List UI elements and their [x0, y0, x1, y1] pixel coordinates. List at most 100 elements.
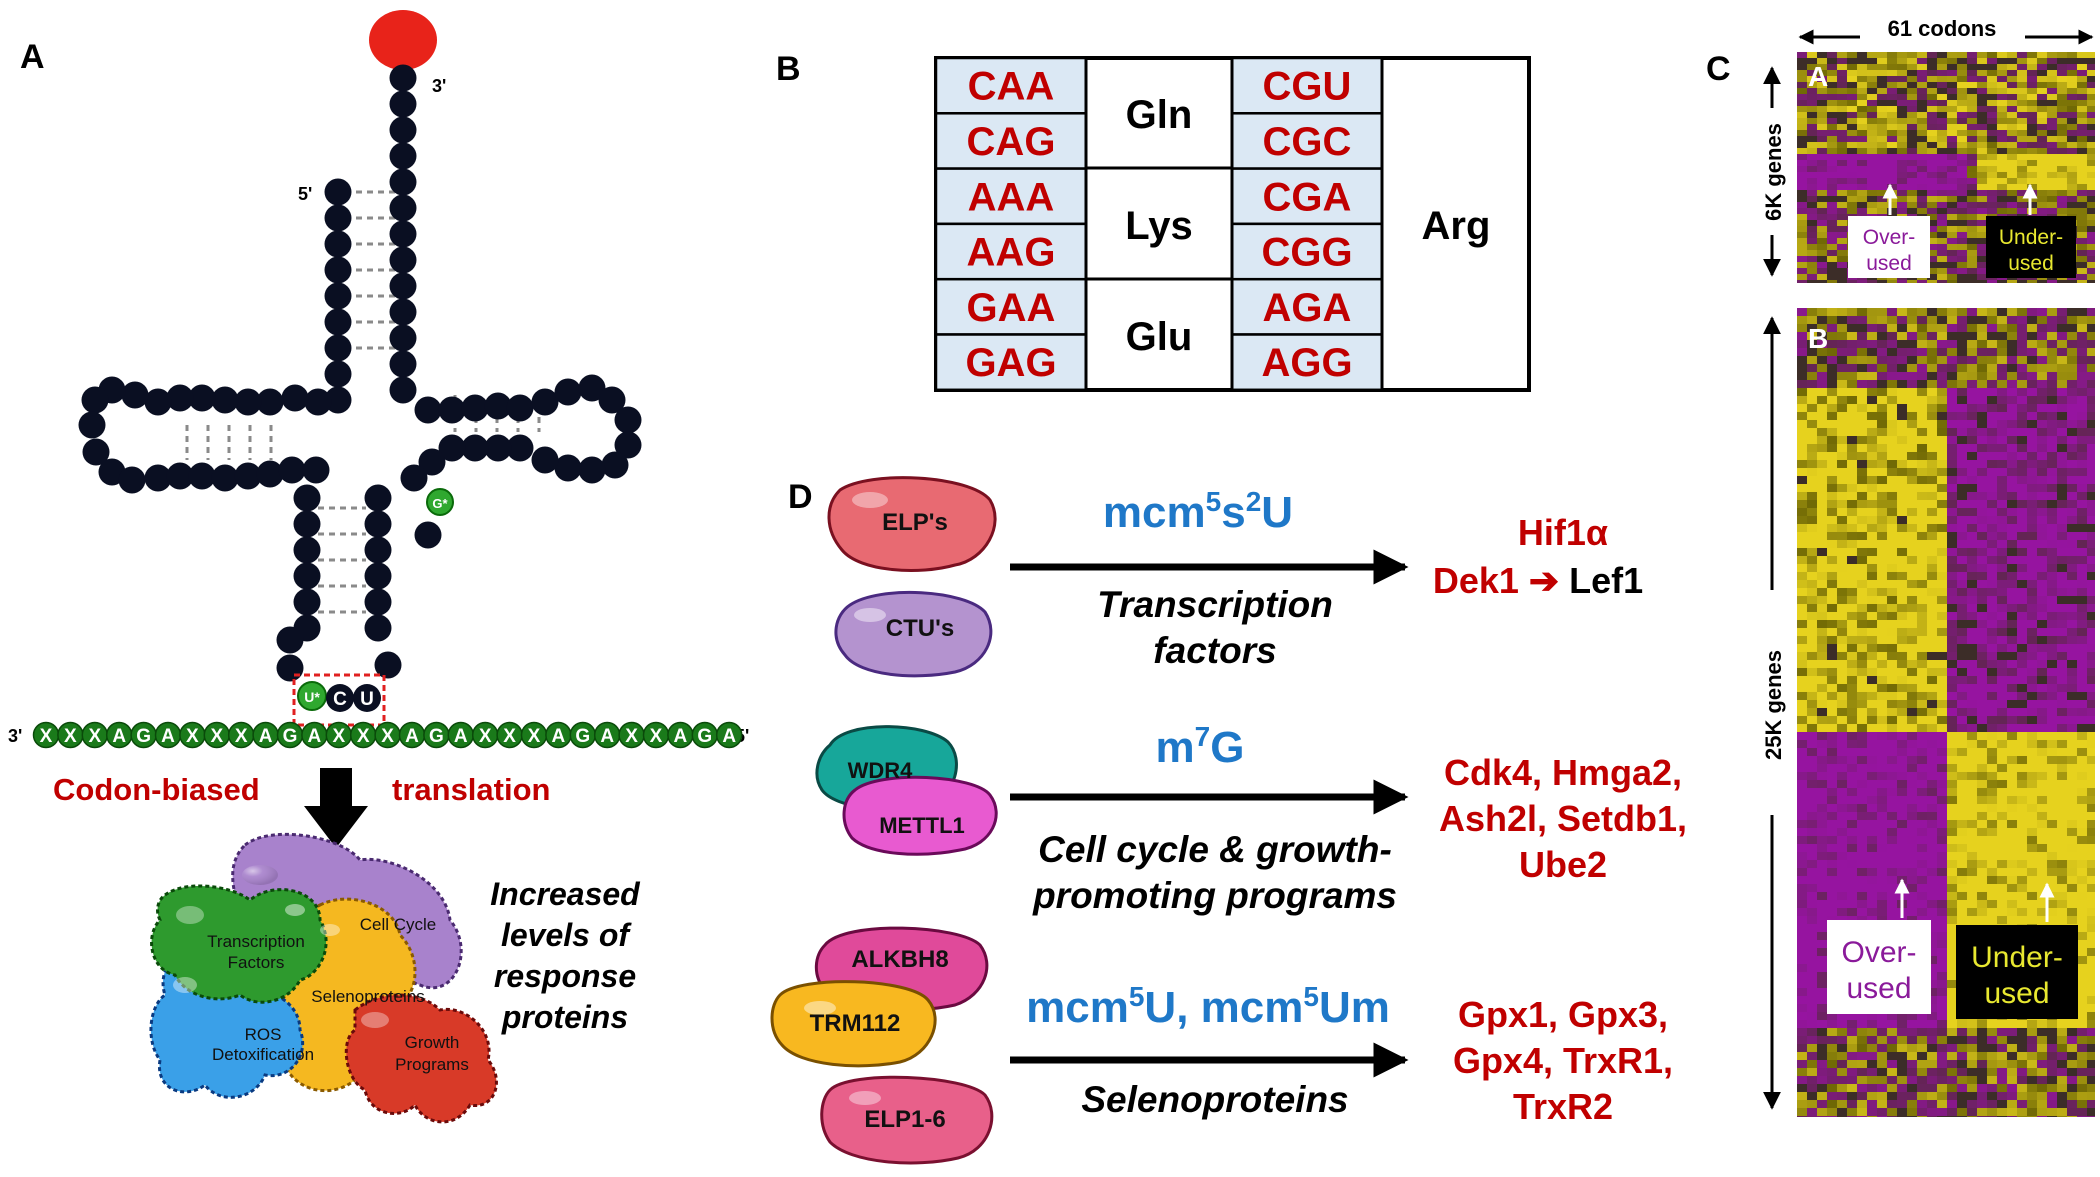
trna-nucleotide	[364, 536, 392, 564]
codon-label: AAG	[967, 231, 1056, 275]
trna-nucleotide	[364, 484, 392, 512]
trna-nucleotide	[364, 562, 392, 590]
target-hif1a: Hif1α	[1518, 512, 1608, 553]
trna-3-end-label: 3'	[432, 76, 446, 96]
trna-nucleotide	[389, 246, 417, 274]
under-used-large-line2: used	[1984, 977, 2049, 1010]
trna-nucleotide	[293, 510, 321, 538]
mrna-nucleotide-letter: A	[454, 726, 468, 747]
trna-nucleotide	[188, 384, 216, 412]
trna-amino-acid-blob	[369, 10, 437, 70]
under-used-small-line2: used	[2008, 252, 2054, 275]
program-transcription: Transcription	[1097, 584, 1333, 625]
mrna-nucleotide-letter: G	[283, 726, 298, 747]
response-protein-cluster	[149, 832, 498, 1124]
codon-cell	[1230, 222, 1384, 281]
over-used-large-line1: Over-	[1842, 936, 1917, 969]
trna-nucleotide	[601, 451, 629, 479]
codon-label: CAG	[967, 120, 1056, 164]
elp1-6-enzyme-blob	[820, 1075, 994, 1165]
under-used-small-line1: Under-	[1999, 226, 2063, 249]
enzyme-mettl1-label: METTL1	[879, 813, 965, 838]
mrna-nucleotide-letter: A	[259, 726, 273, 747]
trna-nucleotide	[234, 388, 262, 416]
mrna-nucleotide-letter: G	[697, 726, 712, 747]
trna-nucleotide	[211, 386, 239, 414]
mrna-nucleotide-letter: X	[625, 726, 638, 747]
modified-u-nucleotide	[297, 681, 327, 711]
under-used-box-small	[1986, 216, 2076, 278]
target-gpx1-gpx3: Gpx1, Gpx3,	[1458, 994, 1668, 1035]
trna-nucleotide	[389, 194, 417, 222]
trna-nucleotide	[414, 396, 442, 424]
response-line-3: response	[494, 958, 636, 994]
trna-nucleotide	[614, 406, 642, 434]
trna-nucleotide	[324, 360, 352, 388]
trna-nucleotide	[389, 272, 417, 300]
trna-nucleotide	[256, 388, 284, 416]
blob-label-factors: Factors	[228, 953, 285, 972]
blob-label-growth: Growth	[405, 1033, 460, 1052]
mrna-nucleotide-letter: X	[210, 726, 223, 747]
trna-nucleotide	[418, 448, 446, 476]
codon-label: CAA	[968, 65, 1055, 109]
trna-nucleotide	[302, 456, 330, 484]
trna-nucleotide	[188, 462, 216, 490]
trna-nucleotide	[484, 434, 512, 462]
mrna-nucleotide-letter: A	[308, 726, 322, 747]
trna-nucleotide	[166, 462, 194, 490]
trna-nucleotide	[598, 386, 626, 414]
trna-nucleotide	[364, 510, 392, 538]
trna-nucleotide	[438, 434, 466, 462]
codon-label: AGG	[1261, 341, 1352, 385]
trna-nucleotide	[389, 298, 417, 326]
codon-label: CGU	[1263, 65, 1352, 109]
trna-nucleotide	[389, 376, 417, 404]
trna-nucleotide	[374, 651, 402, 679]
codon-cell	[934, 333, 1088, 392]
mrna-nucleotide-letter: G	[429, 726, 444, 747]
over-used-box-small	[1848, 216, 1930, 278]
program-cell-cycle: Cell cycle & growth-	[1038, 829, 1392, 870]
trna-nucleotide	[324, 178, 352, 206]
elps-enzyme-blob	[827, 476, 997, 572]
heatmap-6k-genes	[1797, 52, 2095, 283]
over-used-box-large	[1827, 920, 1931, 1014]
trna-nucleotide	[578, 374, 606, 402]
trna-nucleotide	[484, 392, 512, 420]
panel-label-d: D	[788, 478, 813, 516]
anticodon-c-label: C	[333, 689, 347, 710]
heatmap-25k-genes-label: 25K genes	[1761, 650, 1786, 760]
trna-nucleotide	[166, 384, 194, 412]
trna-nucleotide	[293, 562, 321, 590]
modification-m7g: m7G	[1156, 721, 1245, 772]
anticodon-c-nucleotide	[326, 684, 354, 712]
trna-nucleotide	[614, 431, 642, 459]
mrna-nucleotide-letter: X	[186, 726, 199, 747]
codon-label: CGG	[1261, 231, 1352, 275]
base-pair-lines	[185, 190, 541, 614]
trna-nucleotide	[461, 394, 489, 422]
panel-c: C 61 codons A 6K genes Over- used Under-…	[1706, 16, 2095, 1117]
amino-acid-glu: Glu	[1126, 315, 1193, 359]
response-line-2: levels of	[501, 917, 632, 953]
trna-nucleotides	[78, 64, 642, 682]
blob-label-programs: Programs	[395, 1055, 469, 1074]
modified-u-label: U*	[304, 689, 320, 705]
under-used-large-line1: Under-	[1971, 941, 2063, 974]
trna-nucleotide	[324, 386, 352, 414]
anticodon-u-nucleotide	[353, 684, 381, 712]
mrna-nucleotide-letter: X	[40, 726, 53, 747]
mrna-nucleotide-letter: A	[112, 726, 126, 747]
trna-nucleotide	[82, 438, 110, 466]
codon-label: CGC	[1263, 120, 1352, 164]
blob-label-detoxification: Detoxification	[212, 1045, 314, 1064]
mrna-nucleotide-letter: X	[381, 726, 394, 747]
trna-nucleotide	[276, 654, 304, 682]
blob-label-cell-cycle: Cell Cycle	[360, 915, 437, 934]
target-trxr2: TrxR2	[1513, 1086, 1613, 1127]
trna-nucleotide	[144, 464, 172, 492]
trna-nucleotide	[531, 388, 559, 416]
mrna-nucleotide-letter: G	[575, 726, 590, 747]
